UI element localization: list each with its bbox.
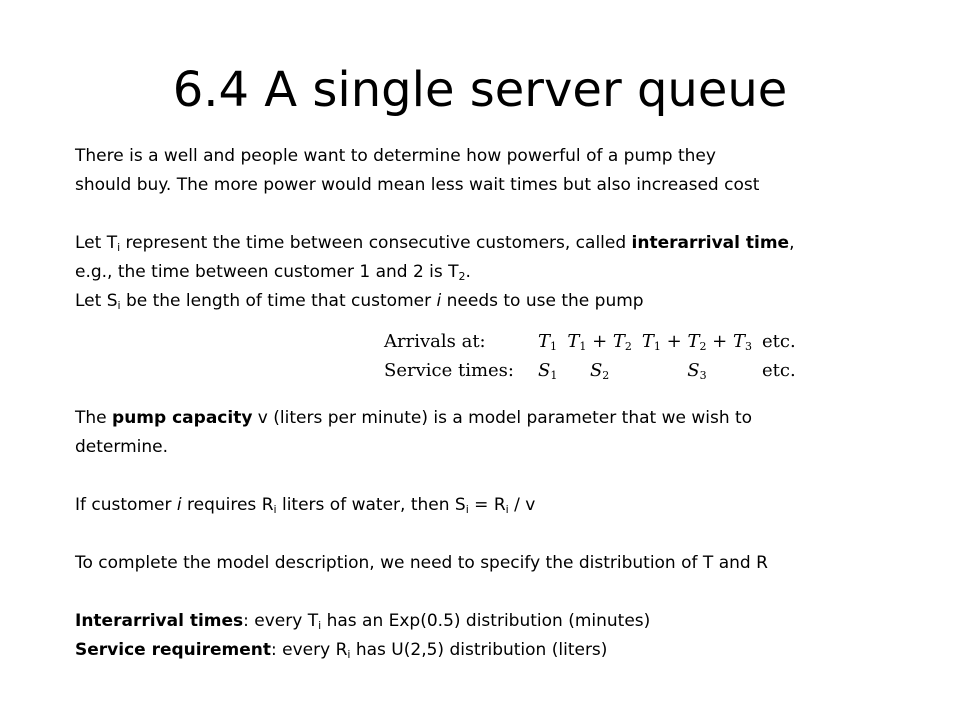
slide-body: There is a well and people want to deter… bbox=[75, 142, 935, 665]
service-3: S3 bbox=[642, 356, 762, 385]
italic-term: i bbox=[176, 495, 182, 515]
slide-title: 6.4 A single server queue bbox=[172, 62, 788, 118]
text-run: The bbox=[75, 408, 113, 428]
subscript: 2 bbox=[624, 340, 632, 353]
operator: + bbox=[706, 331, 733, 352]
subscript: 1 bbox=[550, 340, 557, 353]
subscript: 1 bbox=[653, 340, 661, 353]
text-run: be the length of time that customer bbox=[120, 291, 437, 311]
text-run: represent the time between consecutive c… bbox=[120, 233, 632, 253]
operator: + bbox=[586, 331, 613, 352]
text-run: v (liters per minute) is a model paramet… bbox=[252, 408, 753, 428]
text-run: / v bbox=[508, 495, 536, 515]
symbol: S bbox=[537, 360, 551, 381]
pump-capacity-line-1: The pump capacity v (liters per minute) … bbox=[75, 404, 935, 433]
subscript: i bbox=[505, 503, 509, 516]
intro-line-1: There is a well and people want to deter… bbox=[75, 146, 716, 166]
italic-term: i bbox=[436, 291, 442, 311]
service-distribution: Service requirement: every Ri has U(2,5)… bbox=[75, 636, 935, 665]
operator: + bbox=[660, 331, 688, 352]
symbol: T bbox=[687, 331, 700, 352]
arrivals-label: Arrivals at: bbox=[384, 331, 486, 352]
spacer bbox=[75, 520, 935, 549]
bold-term: interarrival time bbox=[631, 233, 790, 253]
service-time-formula: If customer i requires Ri liters of wate… bbox=[75, 491, 935, 520]
text-run: : every T bbox=[243, 611, 319, 631]
spacer bbox=[75, 200, 935, 229]
service-1: S1 bbox=[538, 356, 567, 385]
text-run: : every R bbox=[271, 640, 348, 660]
symbol: S bbox=[687, 360, 700, 381]
text-run: = R bbox=[468, 495, 506, 515]
subscript: 2 bbox=[458, 270, 466, 283]
arrival-3: T1 + T2 + T3 bbox=[642, 327, 762, 356]
text-run: e.g., the time between customer 1 and 2 … bbox=[75, 262, 459, 282]
subscript: i bbox=[347, 648, 351, 661]
text-run: liters of water, then S bbox=[276, 495, 466, 515]
text-run: Let T bbox=[75, 233, 118, 253]
subscript: i bbox=[117, 299, 121, 312]
service-etc: etc. bbox=[762, 360, 796, 381]
text-run: , bbox=[789, 233, 795, 253]
service-definition: Let Si be the length of time that custom… bbox=[75, 287, 935, 316]
service-row: Service times: S1 S2 S3 etc. bbox=[384, 356, 806, 385]
service-2: S2 bbox=[567, 356, 642, 385]
symbol: T bbox=[537, 331, 550, 352]
text-run: has an Exp(0.5) distribution (minutes) bbox=[321, 611, 651, 631]
subscript: 2 bbox=[602, 369, 610, 382]
arrivals-row: Arrivals at: T1 T1 + T2 T1 + T2 + T3 etc… bbox=[384, 327, 806, 356]
subscript: 3 bbox=[699, 369, 707, 382]
text-run: needs to use the pump bbox=[441, 291, 644, 311]
bold-term: Service requirement bbox=[75, 640, 271, 660]
bold-term: pump capacity bbox=[112, 408, 253, 428]
text-run: If customer bbox=[75, 495, 177, 515]
subscript: i bbox=[318, 619, 322, 632]
spacer bbox=[75, 462, 935, 491]
symbol: T bbox=[567, 331, 580, 352]
subscript: i bbox=[465, 503, 469, 516]
subscript: 3 bbox=[745, 340, 752, 353]
text-run: Let S bbox=[75, 291, 118, 311]
subscript: 1 bbox=[550, 369, 558, 382]
subscript: i bbox=[273, 503, 277, 516]
subscript: i bbox=[117, 241, 121, 254]
arrival-1: T1 bbox=[538, 327, 567, 356]
text-run: requires R bbox=[181, 495, 274, 515]
symbol: T bbox=[641, 331, 654, 352]
model-completion-line: To complete the model description, we ne… bbox=[75, 553, 768, 573]
spacer bbox=[75, 578, 935, 607]
interarrival-definition: Let Ti represent the time between consec… bbox=[75, 229, 935, 258]
symbol: S bbox=[589, 360, 603, 381]
arrival-2: T1 + T2 bbox=[567, 327, 642, 356]
interarrival-distribution: Interarrival times: every Ti has an Exp(… bbox=[75, 607, 935, 636]
subscript: 1 bbox=[579, 340, 587, 353]
subscript: 2 bbox=[699, 340, 707, 353]
pump-capacity-line-2: determine. bbox=[75, 437, 168, 457]
intro-line-2: should buy. The more power would mean le… bbox=[75, 175, 760, 195]
text-run: . bbox=[465, 262, 471, 282]
arrival-service-table: Arrivals at: T1 T1 + T2 T1 + T2 + T3 etc… bbox=[384, 327, 806, 385]
service-label: Service times: bbox=[384, 360, 514, 381]
symbol: T bbox=[732, 331, 745, 352]
symbol: T bbox=[612, 331, 625, 352]
interarrival-example: e.g., the time between customer 1 and 2 … bbox=[75, 258, 935, 287]
arrivals-etc: etc. bbox=[762, 331, 796, 352]
text-run: has U(2,5) distribution (liters) bbox=[350, 640, 608, 660]
bold-term: Interarrival times bbox=[75, 611, 244, 631]
